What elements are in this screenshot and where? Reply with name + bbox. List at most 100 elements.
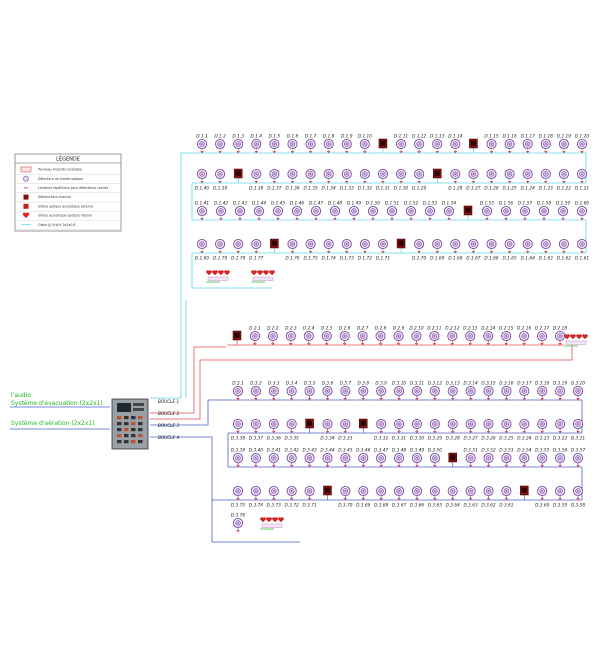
detector-label: D.1.72 xyxy=(358,256,373,262)
legend-item: Sirène acoustique optique interne xyxy=(22,212,92,218)
detector-icon xyxy=(268,485,279,501)
detector-icon xyxy=(304,385,315,401)
detector-icon xyxy=(411,385,422,401)
detector-icon xyxy=(519,418,530,434)
detector-icon xyxy=(251,138,262,154)
detector-icon xyxy=(272,205,284,221)
sounder-icon xyxy=(272,517,278,523)
sounder-icon xyxy=(206,270,212,276)
detector-label: D.3.41 xyxy=(267,448,282,454)
detector-icon xyxy=(443,205,455,221)
detector-icon xyxy=(555,485,566,501)
detector-icon xyxy=(429,330,440,346)
detector-icon xyxy=(465,330,476,346)
detector-icon xyxy=(359,138,370,154)
panel-icon xyxy=(20,166,32,173)
detector-icon xyxy=(286,452,297,468)
detector-label: D.3.31 xyxy=(392,436,407,442)
detector-icon xyxy=(572,485,584,501)
detector-label: D.3.54 xyxy=(517,448,532,454)
sounder-group xyxy=(251,270,275,283)
detector-icon xyxy=(348,205,360,221)
detector-icon xyxy=(251,238,262,254)
legend: LÉGENDE Panneau Incendie insérableDétect… xyxy=(14,153,122,232)
detector-icon xyxy=(196,205,208,221)
detector-label: D.1.66 xyxy=(484,256,499,262)
detector-icon xyxy=(483,418,494,434)
detector-label: D.2.13 xyxy=(463,326,478,332)
detector-label: D.3.26 xyxy=(481,436,496,442)
detector-label: D.3.24 xyxy=(517,436,532,442)
detector-label: D.1.47 xyxy=(309,201,324,207)
detector-label: D.3.17 xyxy=(517,381,532,387)
detector-label: D.1.51 xyxy=(385,201,400,207)
sounder-icon xyxy=(278,517,284,523)
detector-label: D.3.45 xyxy=(338,448,353,454)
detector-icon xyxy=(358,485,369,501)
detector-icon xyxy=(576,238,588,254)
detector-icon xyxy=(340,385,351,401)
detector-label: D.1.5 xyxy=(269,134,281,140)
detector-label: D.3.37 xyxy=(249,436,264,442)
detector-label: D.1.19 xyxy=(557,134,572,140)
detector-icon xyxy=(250,418,261,434)
detector-icon xyxy=(321,330,332,346)
detector-label: D.3.49 xyxy=(410,448,425,454)
detector-label: D.1.49 xyxy=(347,201,362,207)
detector-icon xyxy=(504,168,515,184)
detector-icon xyxy=(233,138,244,154)
detector-icon xyxy=(267,330,278,346)
detector-label: D.1.17 xyxy=(521,134,536,140)
detector-icon xyxy=(215,168,226,184)
detector-icon xyxy=(322,385,333,401)
detector-label: D.3.51 xyxy=(464,448,479,454)
legend-item-label: Détecteur de fumée optique xyxy=(38,177,83,181)
sounder-icon xyxy=(263,270,269,276)
detector-icon xyxy=(504,138,515,154)
detector-label: D.1.80 xyxy=(195,256,210,262)
detector-label: D.1.4 xyxy=(251,134,263,140)
detector-label: D.3.56 xyxy=(553,448,568,454)
detector-icon xyxy=(432,238,443,254)
detector-icon xyxy=(376,385,387,401)
detector-label: D.3.58 xyxy=(571,503,586,509)
detector-icon xyxy=(341,238,352,254)
sounder-group xyxy=(260,517,284,530)
detector-label: D.3.57 xyxy=(571,448,586,454)
detector-icon xyxy=(305,138,316,154)
detector-label: D.3.60 xyxy=(535,503,550,509)
detector-label: D.3.61 xyxy=(499,503,514,509)
detector-label: D.3.3 xyxy=(268,381,280,387)
detector-icon xyxy=(450,238,461,254)
detector-icon xyxy=(232,418,244,434)
detector-icon xyxy=(322,418,333,434)
detector-label: D.2.2 xyxy=(267,326,279,332)
detector-label: D.1.16 xyxy=(502,134,517,140)
detector-icon xyxy=(465,452,476,468)
detector-label: D.3.19 xyxy=(553,381,568,387)
detector-icon xyxy=(424,205,436,221)
detector-label: D.2.12 xyxy=(445,326,460,332)
detector-label: D.1.59 xyxy=(556,201,571,207)
detector-label: D.2.15 xyxy=(499,326,514,332)
detector-label: D.2.18 xyxy=(553,326,568,332)
detector-icon xyxy=(268,452,279,468)
detector-label: D.3.4 xyxy=(286,381,298,387)
detector-label: D.2.8 xyxy=(375,326,387,332)
legend-item: Panneau Incendie insérable xyxy=(20,166,82,173)
detector-icon xyxy=(323,238,334,254)
detector-label: D.3.25 xyxy=(499,436,514,442)
detector-icon xyxy=(519,330,530,346)
detector-icon xyxy=(251,168,262,184)
detector-label: D.1.13 xyxy=(430,134,445,140)
detector-label: D.1.12 xyxy=(412,134,427,140)
detector-label: D.1.57 xyxy=(518,201,533,207)
detector-label: D.1.41 xyxy=(195,201,210,207)
detector-icon xyxy=(538,205,550,221)
detector-label: D.3.68 xyxy=(374,503,389,509)
detector-icon xyxy=(285,330,296,346)
detector-icon xyxy=(232,385,244,401)
detector-icon xyxy=(555,452,566,468)
detector-icon xyxy=(215,238,226,254)
detector-icon xyxy=(540,138,551,154)
